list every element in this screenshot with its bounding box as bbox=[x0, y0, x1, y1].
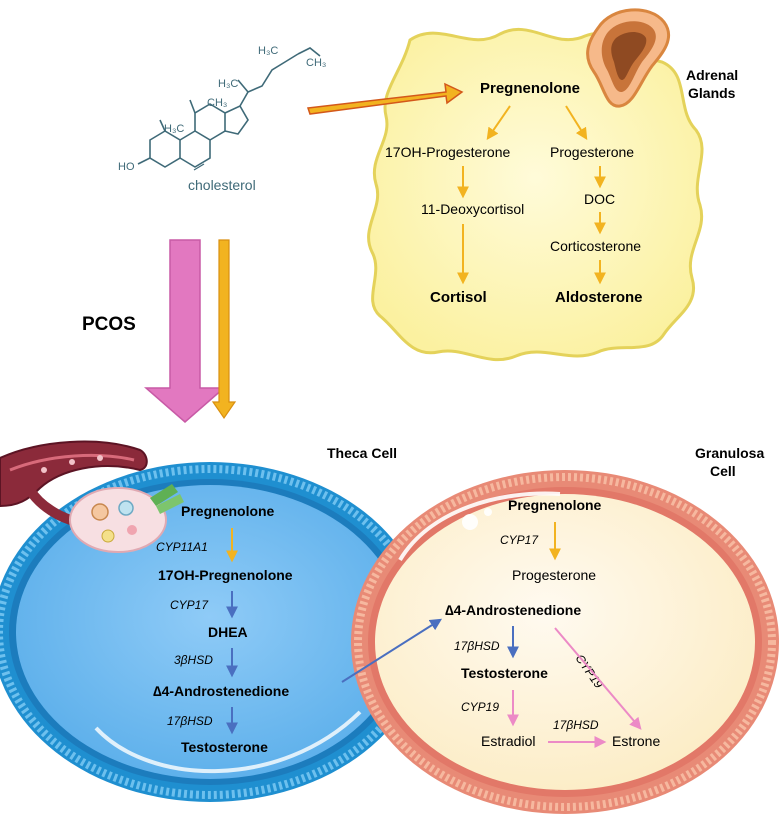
adrenal-17oh-progesterone: 17OH-Progesterone bbox=[385, 144, 511, 160]
arrow-theca-to-granulosa bbox=[341, 618, 443, 683]
yellow-down-arrow bbox=[211, 239, 237, 420]
arrow-preg-to-progesterone bbox=[565, 105, 588, 141]
adrenal-cell-body bbox=[367, 27, 704, 362]
adrenal-gland bbox=[367, 8, 704, 362]
granulosa-enzyme-cyp17: CYP17 bbox=[500, 533, 539, 547]
granulosa-title-line1: Granulosa bbox=[695, 445, 764, 461]
cholesterol-to-adrenal-arrow bbox=[306, 82, 464, 115]
theca-androstenedione: ∆4-Androstenedione bbox=[153, 683, 289, 699]
adrenal-pregnenolone: Pregnenolone bbox=[480, 80, 580, 97]
cholesterol-atom-ch3-ring: CH₃ bbox=[207, 97, 227, 109]
adrenal-corticosterone: Corticosterone bbox=[550, 238, 641, 254]
ovary-illustration bbox=[0, 440, 184, 553]
granulosa-enzyme-17bhsd-2: 17βHSD bbox=[553, 718, 599, 732]
granulosa-testosterone: Testosterone bbox=[461, 665, 548, 681]
theca-pathway-arrows bbox=[226, 528, 443, 735]
cholesterol-structure bbox=[137, 47, 321, 171]
pcos-big-arrow bbox=[143, 239, 227, 423]
theca-17oh-pregnenolone: 17OH-Pregnenolone bbox=[158, 567, 293, 583]
adrenal-doc: DOC bbox=[584, 191, 615, 207]
granulosa-estradiol: Estradiol bbox=[481, 733, 535, 749]
theca-cell bbox=[0, 440, 428, 802]
adrenal-cortisol: Cortisol bbox=[430, 289, 487, 306]
adrenal-aldosterone: Aldosterone bbox=[555, 289, 643, 306]
adrenal-gland-illustration bbox=[586, 8, 671, 108]
adrenal-progesterone: Progesterone bbox=[550, 144, 634, 160]
adrenal-title-line2: Glands bbox=[688, 85, 736, 101]
granulosa-estrone: Estrone bbox=[612, 733, 660, 749]
cholesterol-atom-ho: HO bbox=[118, 161, 135, 173]
granulosa-pregnenolone: Pregnenolone bbox=[508, 497, 602, 513]
cholesterol-atom-h3c-ring: H₃C bbox=[164, 123, 184, 135]
adrenal-11-deoxycortisol: 11-Deoxycortisol bbox=[421, 201, 524, 217]
adrenal-title-line1: Adrenal bbox=[686, 67, 738, 83]
granulosa-progesterone: Progesterone bbox=[512, 567, 596, 583]
granulosa-enzyme-cyp19: CYP19 bbox=[461, 700, 499, 714]
cholesterol-atom-ch3-right: CH₃ bbox=[306, 57, 326, 69]
granulosa-cytoplasm bbox=[375, 494, 755, 790]
theca-enzyme-17bhsd: 17βHSD bbox=[167, 714, 213, 728]
theca-testosterone: Testosterone bbox=[181, 739, 268, 755]
granulosa-androstenedione: ∆4-Androstenedione bbox=[445, 602, 581, 618]
theca-enzyme-cyp17: CYP17 bbox=[170, 598, 209, 612]
granulosa-enzyme-17bhsd: 17βHSD bbox=[454, 639, 500, 653]
theca-pregnenolone: Pregnenolone bbox=[181, 503, 275, 519]
granulosa-title-line2: Cell bbox=[710, 463, 736, 479]
theca-enzyme-cyp11a1: CYP11A1 bbox=[156, 540, 208, 554]
theca-title: Theca Cell bbox=[327, 445, 397, 461]
theca-enzyme-3bhsd: 3βHSD bbox=[174, 653, 213, 667]
arrow-preg-to-17oh-prog bbox=[486, 105, 511, 140]
cholesterol-atom-h3c-side: H₃C bbox=[218, 78, 238, 90]
pcos-label: PCOS bbox=[82, 314, 136, 335]
granulosa-cell bbox=[351, 470, 779, 814]
cholesterol-label: cholesterol bbox=[188, 177, 256, 193]
pcos-arrows bbox=[143, 239, 237, 423]
arrow-gran-andro-to-estrone bbox=[554, 627, 642, 730]
adrenal-pathway-arrows bbox=[457, 105, 606, 285]
theca-cytoplasm bbox=[16, 485, 404, 779]
theca-dhea: DHEA bbox=[208, 624, 248, 640]
cholesterol-atom-ch3-top: H₃C bbox=[258, 45, 278, 57]
granulosa-pathway-arrows bbox=[507, 522, 642, 748]
